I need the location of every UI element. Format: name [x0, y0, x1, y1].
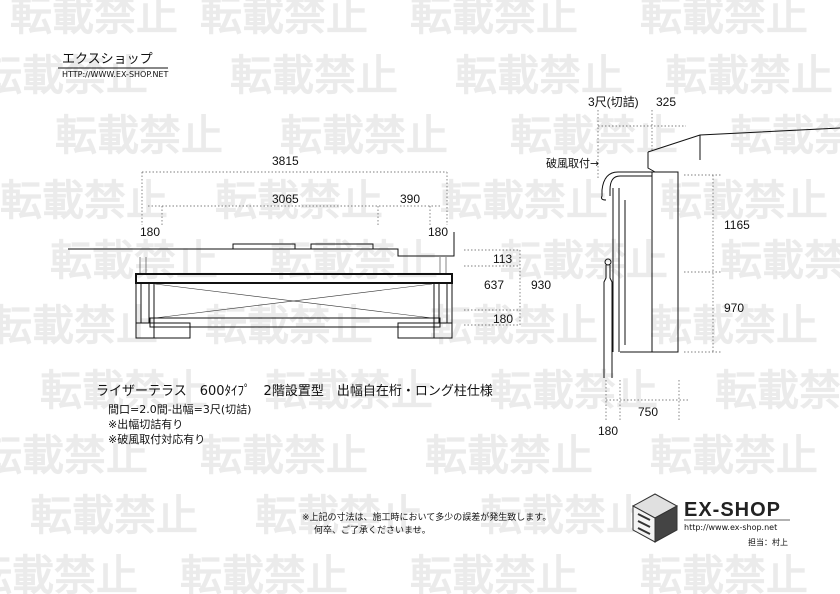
watermark-text: 転載禁止 [230, 51, 398, 100]
dim-front-930: 930 [531, 278, 551, 292]
dim-right-post: 180 [428, 225, 448, 239]
dim-overall-width: 3815 [272, 154, 299, 168]
front-elevation: 3815 3065 390 180 180 [68, 154, 551, 339]
watermark-text: 転載禁止 [0, 301, 158, 350]
dim-left-post: 180 [140, 225, 160, 239]
dim-eave: 390 [400, 192, 420, 206]
watermark-text: 転載禁止 [205, 301, 373, 350]
dim-front-113: 113 [493, 252, 512, 266]
brand-url: http://www.ex-shop.net [684, 523, 777, 532]
watermark-text: 転載禁止 [0, 431, 148, 480]
watermark-text: 転載禁止 [640, 0, 808, 40]
watermark-text: 転載禁止 [200, 0, 368, 40]
watermark-text: 転載禁止 [0, 551, 138, 594]
dim-1165: 1165 [724, 218, 750, 232]
shop-name: エクスショップ [62, 52, 153, 67]
watermark-text: 転載禁止 [50, 236, 218, 285]
watermark-text: 転載禁止 [490, 366, 658, 415]
dim-970: 970 [724, 301, 744, 315]
dim-front-637: 637 [484, 278, 504, 292]
watermark-text: 転載禁止 [720, 236, 840, 285]
brand-name: EX-SHOP [684, 499, 781, 521]
watermark-text: 転載禁止 [410, 551, 578, 594]
watermark-text: 転載禁止 [440, 176, 608, 225]
watermark-text: 転載禁止 [200, 431, 368, 480]
watermark-text: 転載禁止 [715, 366, 840, 415]
dim-3shaku: 3尺(切詰) [588, 94, 639, 109]
watermark-text: 転載禁止 [180, 551, 348, 594]
watermark-text: 転載禁止 [430, 301, 598, 350]
watermark-text: 転載禁止 [665, 51, 833, 100]
watermark-text: 転載禁止 [0, 176, 168, 225]
note-line-2: 何卒、ご了承くださいませ。 [314, 524, 431, 536]
dim-side-180: 180 [598, 424, 618, 438]
watermark-text: 転載禁止 [265, 366, 433, 415]
windbreak-callout: 破風取付→ [546, 156, 599, 170]
watermark-text: 転載禁止 [650, 431, 818, 480]
tolerance-note: ※上記の寸法は、施工時において多少の誤差が発生致します。 何卒、ご了承くださいま… [302, 511, 551, 536]
right-base [397, 322, 453, 339]
watermark-text: 転載禁止 [480, 491, 648, 540]
watermark-text: 転載禁止 [425, 431, 593, 480]
spec-line-1: 間口=2.0間-出幅=3尺(切詰) [108, 402, 251, 416]
watermark-text: 転載禁止 [730, 111, 840, 160]
dim-750: 750 [638, 405, 658, 419]
gutter [601, 171, 652, 201]
left-base [135, 322, 191, 339]
staff-name: 担当：村上 [748, 537, 788, 547]
watermark-text: 転載禁止 [280, 111, 448, 160]
dim-front-180: 180 [493, 312, 513, 326]
roof-panel [232, 243, 296, 250]
watermark-text: 転載禁止 [640, 551, 808, 594]
watermark-text: 転載禁止 [40, 366, 208, 415]
cube-icon [631, 493, 679, 543]
roof-panel [310, 243, 374, 250]
front-beam [135, 273, 453, 284]
header: エクスショップ HTTP://WWW.EX-SHOP.NET [58, 52, 168, 79]
product-title: ライザーテラス 600ﾀｲﾌﾟ 2階設置型 出幅自在桁・ロング柱仕様 [96, 383, 493, 399]
dim-inner-width: 3065 [272, 192, 299, 206]
watermark-text: 転載禁止 [215, 176, 383, 225]
side-elevation: 3尺(切詰) 325 破風取付→ 1165 970 [546, 94, 840, 438]
watermark-text: 転載禁止 [455, 51, 623, 100]
watermark-text: 転載禁止 [30, 491, 198, 540]
watermark-text: 転載禁止 [660, 176, 828, 225]
ex-shop-logo: EX-SHOP http://www.ex-shop.net 担当：村上 [631, 493, 790, 547]
watermark-text: 転載禁止 [10, 0, 178, 40]
spec-line-3: ※破風取付対応有り [108, 432, 205, 446]
watermark-text: 転載禁止 [510, 111, 678, 160]
watermark-text: 転載禁止 [0, 51, 148, 100]
note-line-1: ※上記の寸法は、施工時において多少の誤差が発生致します。 [302, 511, 551, 523]
pipe-cap [604, 258, 612, 266]
shop-url: HTTP://WWW.EX-SHOP.NET [62, 70, 168, 79]
spec-line-2: ※出幅切詰有り [108, 417, 183, 431]
watermark-text: 転載禁止 [255, 491, 423, 540]
dim-325: 325 [656, 95, 676, 109]
watermark-text: 転載禁止 [500, 236, 668, 285]
watermark-text: 転載禁止 [55, 111, 223, 160]
watermark-text: 転載禁止 [410, 0, 578, 40]
title-block: ライザーテラス 600ﾀｲﾌﾟ 2階設置型 出幅自在桁・ロング柱仕様 間口=2.… [96, 383, 493, 446]
watermark-text: 転載禁止 [270, 236, 438, 285]
